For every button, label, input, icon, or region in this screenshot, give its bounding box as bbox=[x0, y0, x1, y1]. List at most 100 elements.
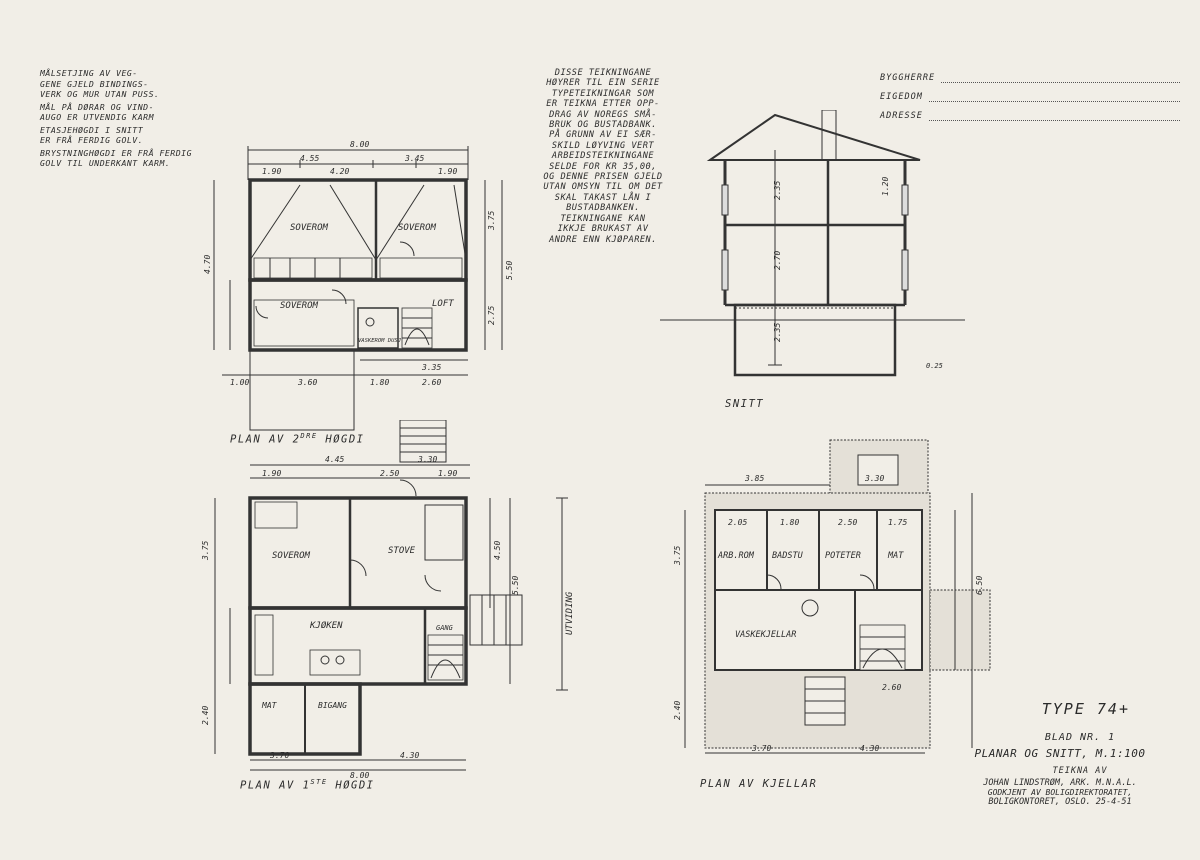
dim-text: 4.50 bbox=[493, 541, 502, 560]
dim-text: 2.35 bbox=[773, 181, 782, 200]
dim-text: 0.25 bbox=[926, 362, 943, 370]
note-line: MÅLSETJING AV VEG- bbox=[40, 68, 138, 78]
plan-title-end: HØGDI bbox=[317, 433, 365, 446]
dim-text: 4.20 bbox=[330, 167, 349, 176]
dim-text: 2.50 bbox=[380, 469, 399, 478]
sheet-number: BLAD NR. 1 bbox=[1044, 732, 1116, 743]
field-adresse: ADRESSE bbox=[880, 102, 1180, 121]
room-label: ARB.ROM bbox=[717, 551, 755, 561]
field-label: BYGGHERRE bbox=[880, 73, 936, 83]
field-eigedom: EIGEDOM bbox=[880, 83, 1180, 102]
dim-text: 1.80 bbox=[370, 378, 389, 387]
note-line: SELDE FOR KR 35,00, bbox=[549, 161, 657, 172]
dim-text: 3.75 bbox=[673, 546, 682, 566]
plan-title-basement: PLAN AV KJELLAR bbox=[700, 778, 818, 790]
dim-text: 2.75 bbox=[487, 306, 496, 325]
note-line: ARBEIDSTEIKNINGANE bbox=[551, 151, 655, 162]
dim-text: 1.90 bbox=[438, 469, 457, 478]
dim-text: 5.50 bbox=[511, 576, 520, 595]
note-line: ANDRE ENN KJØPAREN. bbox=[549, 234, 657, 245]
note-line: DRAG AV NOREGS SMÅ- bbox=[549, 109, 657, 120]
plan-title-text: PLAN AV 2 bbox=[230, 433, 301, 446]
dim-text: 1.00 bbox=[230, 378, 249, 387]
dim-text: 1.90 bbox=[438, 167, 457, 176]
section-drawing: 2.35 2.70 2.35 1.20 0.25 bbox=[660, 110, 965, 377]
type-title: TYPE 74+ bbox=[1041, 700, 1130, 718]
section-title: SNITT bbox=[725, 398, 765, 410]
room-label: STOVE bbox=[388, 546, 416, 556]
note-line: SKILD LØYVING VERT bbox=[551, 140, 655, 151]
dim-text: 3.35 bbox=[421, 363, 441, 372]
plan-title-second-floor: PLAN AV 2DRE HØGDI bbox=[230, 432, 365, 446]
left-notes: MÅLSETJING AV VEG- GENE GJELD BINDINGS- … bbox=[40, 68, 210, 169]
note-line: UTAN OMSYN TIL OM DET bbox=[543, 182, 663, 193]
center-notes: DISSE TEIKNINGANE HØYRER TIL EIN SERIE T… bbox=[528, 68, 678, 245]
room-label: MAT bbox=[261, 701, 278, 710]
approval-text: GODKJENT AV BOLIGDIREKTORATET, bbox=[987, 788, 1133, 797]
dim-text: 3.45 bbox=[404, 154, 424, 163]
dim-text: 1.90 bbox=[262, 167, 281, 176]
note-line: BRUK OG BUSTADBANK. bbox=[549, 120, 657, 131]
dim-text: 2.50 bbox=[838, 518, 857, 527]
dim-text: 4.45 bbox=[325, 455, 344, 464]
dim-text: 1.90 bbox=[262, 469, 281, 478]
dim-text: 1.80 bbox=[780, 518, 799, 527]
dim-text: 8.00 bbox=[350, 140, 369, 149]
room-label: SOVEROM bbox=[272, 551, 311, 561]
note-line: ER FRÅ FERDIG GOLV. bbox=[40, 135, 144, 145]
dim-text: 2.05 bbox=[728, 518, 747, 527]
note-line: ETASJEHØGDI I SNITT bbox=[40, 124, 144, 135]
dim-text: 1.75 bbox=[888, 518, 907, 527]
note-line: IKKJE BRUKAST AV bbox=[557, 224, 649, 235]
dim-text: 4.30 bbox=[400, 751, 419, 760]
note-line: BUSTADBANKEN. bbox=[566, 203, 640, 214]
room-label: KJØKEN bbox=[309, 620, 343, 631]
dim-text: 3.70 bbox=[751, 744, 771, 753]
room-label: BADSTU bbox=[772, 551, 804, 561]
field-line bbox=[928, 92, 1180, 102]
dim-text: 2.35 bbox=[773, 323, 782, 342]
dim-text: 3.30 bbox=[417, 455, 437, 464]
note-line: DISSE TEIKNINGANE bbox=[554, 68, 652, 78]
field-line bbox=[928, 111, 1180, 121]
dim-text: 2.60 bbox=[882, 683, 901, 692]
dim-text: 2.70 bbox=[773, 251, 782, 270]
room-label: VASKEROM DUSJ bbox=[358, 338, 401, 344]
owner-fields: BYGGHERRE EIGEDOM ADRESSE bbox=[880, 64, 1180, 121]
plan-title-text: PLAN AV 1 bbox=[240, 779, 311, 792]
note-line: BRYSTNINGHØGDI ER FRÅ FERDIG bbox=[40, 147, 193, 158]
room-label: SOVEROM bbox=[398, 223, 437, 233]
plan-title-sup: STE bbox=[310, 778, 328, 786]
plan-second-floor: 8.00 4.55 3.45 1.90 4.20 1.90 1.00 3.60 … bbox=[203, 140, 514, 431]
note-line: SKAL TAKAST LÅN I bbox=[554, 192, 652, 203]
dim-text: 3.60 bbox=[297, 378, 317, 387]
room-label: GANG bbox=[436, 624, 454, 632]
note-line: GENE GJELD BINDINGS- bbox=[40, 78, 149, 89]
note-line: HØYRER TIL EIN SERIE bbox=[546, 78, 660, 89]
field-label: ADRESSE bbox=[880, 111, 923, 121]
note-line: VERK OG MUR UTAN PUSS. bbox=[40, 89, 160, 99]
plan-first-floor: 4.45 3.30 1.90 2.50 1.90 3.70 4.30 8.00 … bbox=[201, 420, 575, 780]
note-line: GOLV TIL UNDERKANT KARM. bbox=[40, 158, 171, 168]
dim-text: 6.50 bbox=[975, 576, 984, 595]
note-line: TEIKNINGANE KAN bbox=[560, 213, 646, 224]
dim-text: 4.70 bbox=[203, 255, 212, 274]
dim-text: 5.50 bbox=[505, 261, 514, 280]
title-block: TYPE 74+ BLAD NR. 1 PLANAR OG SNITT, M.1… bbox=[950, 700, 1170, 807]
dim-text: 3.70 bbox=[269, 751, 289, 760]
dim-text: 8.00 bbox=[350, 771, 369, 780]
office-date: BOLIGKONTORET, OSLO. 25-4-51 bbox=[988, 797, 1132, 807]
plan-title-end: HØGDI bbox=[327, 779, 375, 792]
architect-name: JOHAN LINDSTRØM, ARK. M.N.A.L. bbox=[983, 778, 1137, 788]
dim-text: 3.30 bbox=[864, 474, 884, 483]
note-line: OG DENNE PRISEN GJELD bbox=[543, 172, 663, 183]
room-label: VASKEKJELLAR bbox=[735, 630, 796, 640]
note-line: TYPETEIKNINGAR SOM bbox=[551, 88, 655, 99]
sheet-description: PLANAR OG SNITT, M.1:100 bbox=[974, 747, 1146, 760]
dim-text: 2.40 bbox=[201, 706, 210, 725]
dim-text: 3.85 bbox=[744, 474, 764, 483]
field-line bbox=[941, 73, 1180, 83]
field-byggherre: BYGGHERRE bbox=[880, 64, 1180, 83]
room-label: LOFT bbox=[432, 299, 454, 309]
room-label: MAT bbox=[887, 551, 904, 561]
